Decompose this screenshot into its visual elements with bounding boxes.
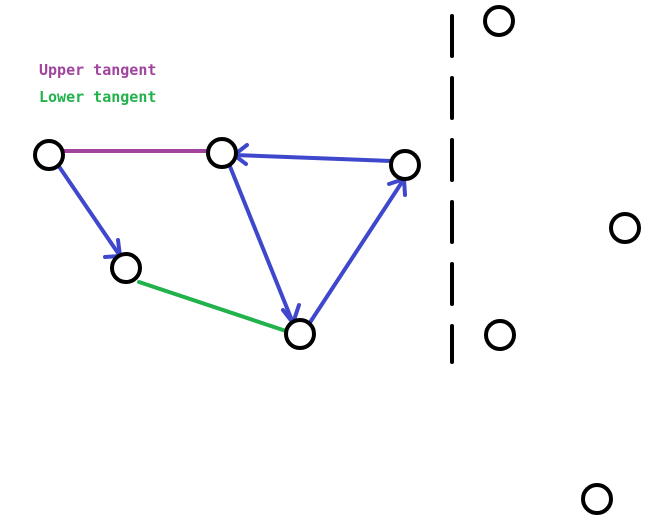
- arrow-c-to-d: [227, 162, 301, 325]
- nodes: [33, 5, 641, 515]
- arrow-e-to-c: [232, 143, 393, 166]
- legend-upper-tangent: Upper tangent: [39, 61, 156, 79]
- legend-lower-tangent: Lower tangent: [39, 88, 156, 106]
- arrow-a-to-b: [56, 163, 122, 259]
- circle-icon: [609, 212, 641, 244]
- circle-icon: [110, 252, 142, 284]
- lower-tangent-line: [137, 280, 288, 333]
- circle-icon: [206, 137, 238, 169]
- circle-icon: [33, 139, 65, 171]
- circle-icon: [484, 319, 516, 351]
- circle-icon: [284, 318, 316, 350]
- circle-icon: [581, 483, 613, 515]
- circle-icon: [483, 5, 515, 37]
- traversal-arrows: [56, 143, 407, 326]
- arrow-d-to-e: [307, 177, 407, 326]
- circle-icon: [389, 149, 421, 181]
